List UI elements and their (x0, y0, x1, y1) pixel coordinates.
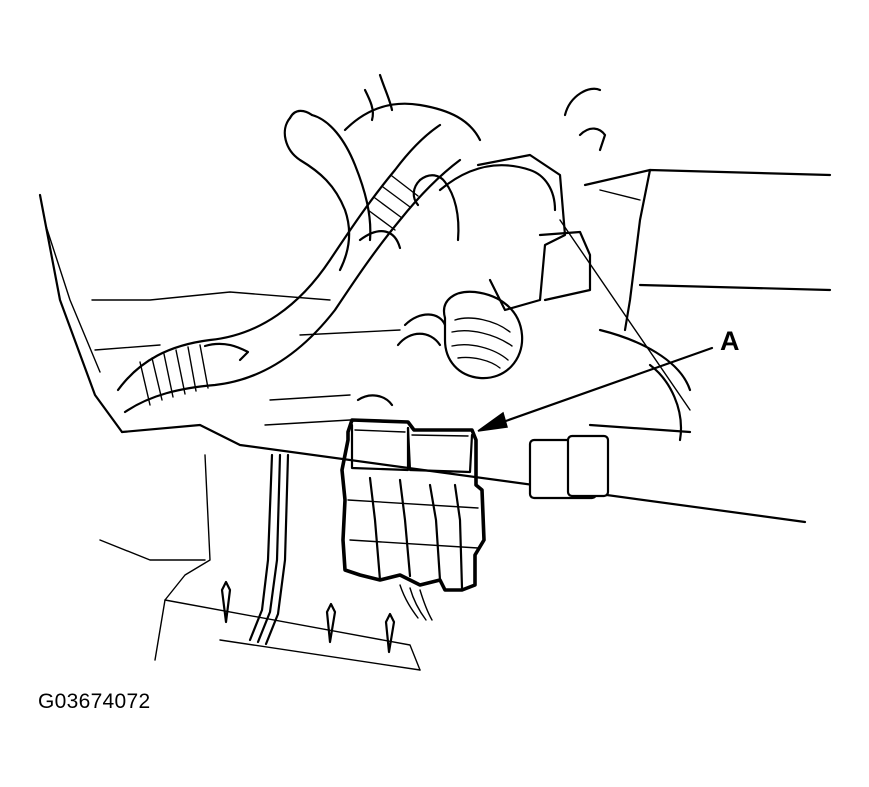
figure-id: G03674072 (38, 690, 151, 713)
lower-wires (248, 453, 290, 646)
callout-label-a: A (720, 326, 740, 356)
main-harness (116, 123, 462, 414)
body-panel (38, 193, 807, 671)
mid-members (264, 329, 401, 426)
relay-block (528, 434, 610, 500)
bracket-clips (220, 580, 396, 654)
connector-wires (399, 584, 433, 621)
connector-a (340, 418, 486, 592)
upper-connector (476, 153, 592, 312)
arrow-head-icon (477, 411, 508, 432)
right-module (559, 87, 832, 442)
centre-bundle (396, 290, 524, 380)
callout-leader (477, 346, 714, 432)
upper-hoses (283, 73, 557, 272)
